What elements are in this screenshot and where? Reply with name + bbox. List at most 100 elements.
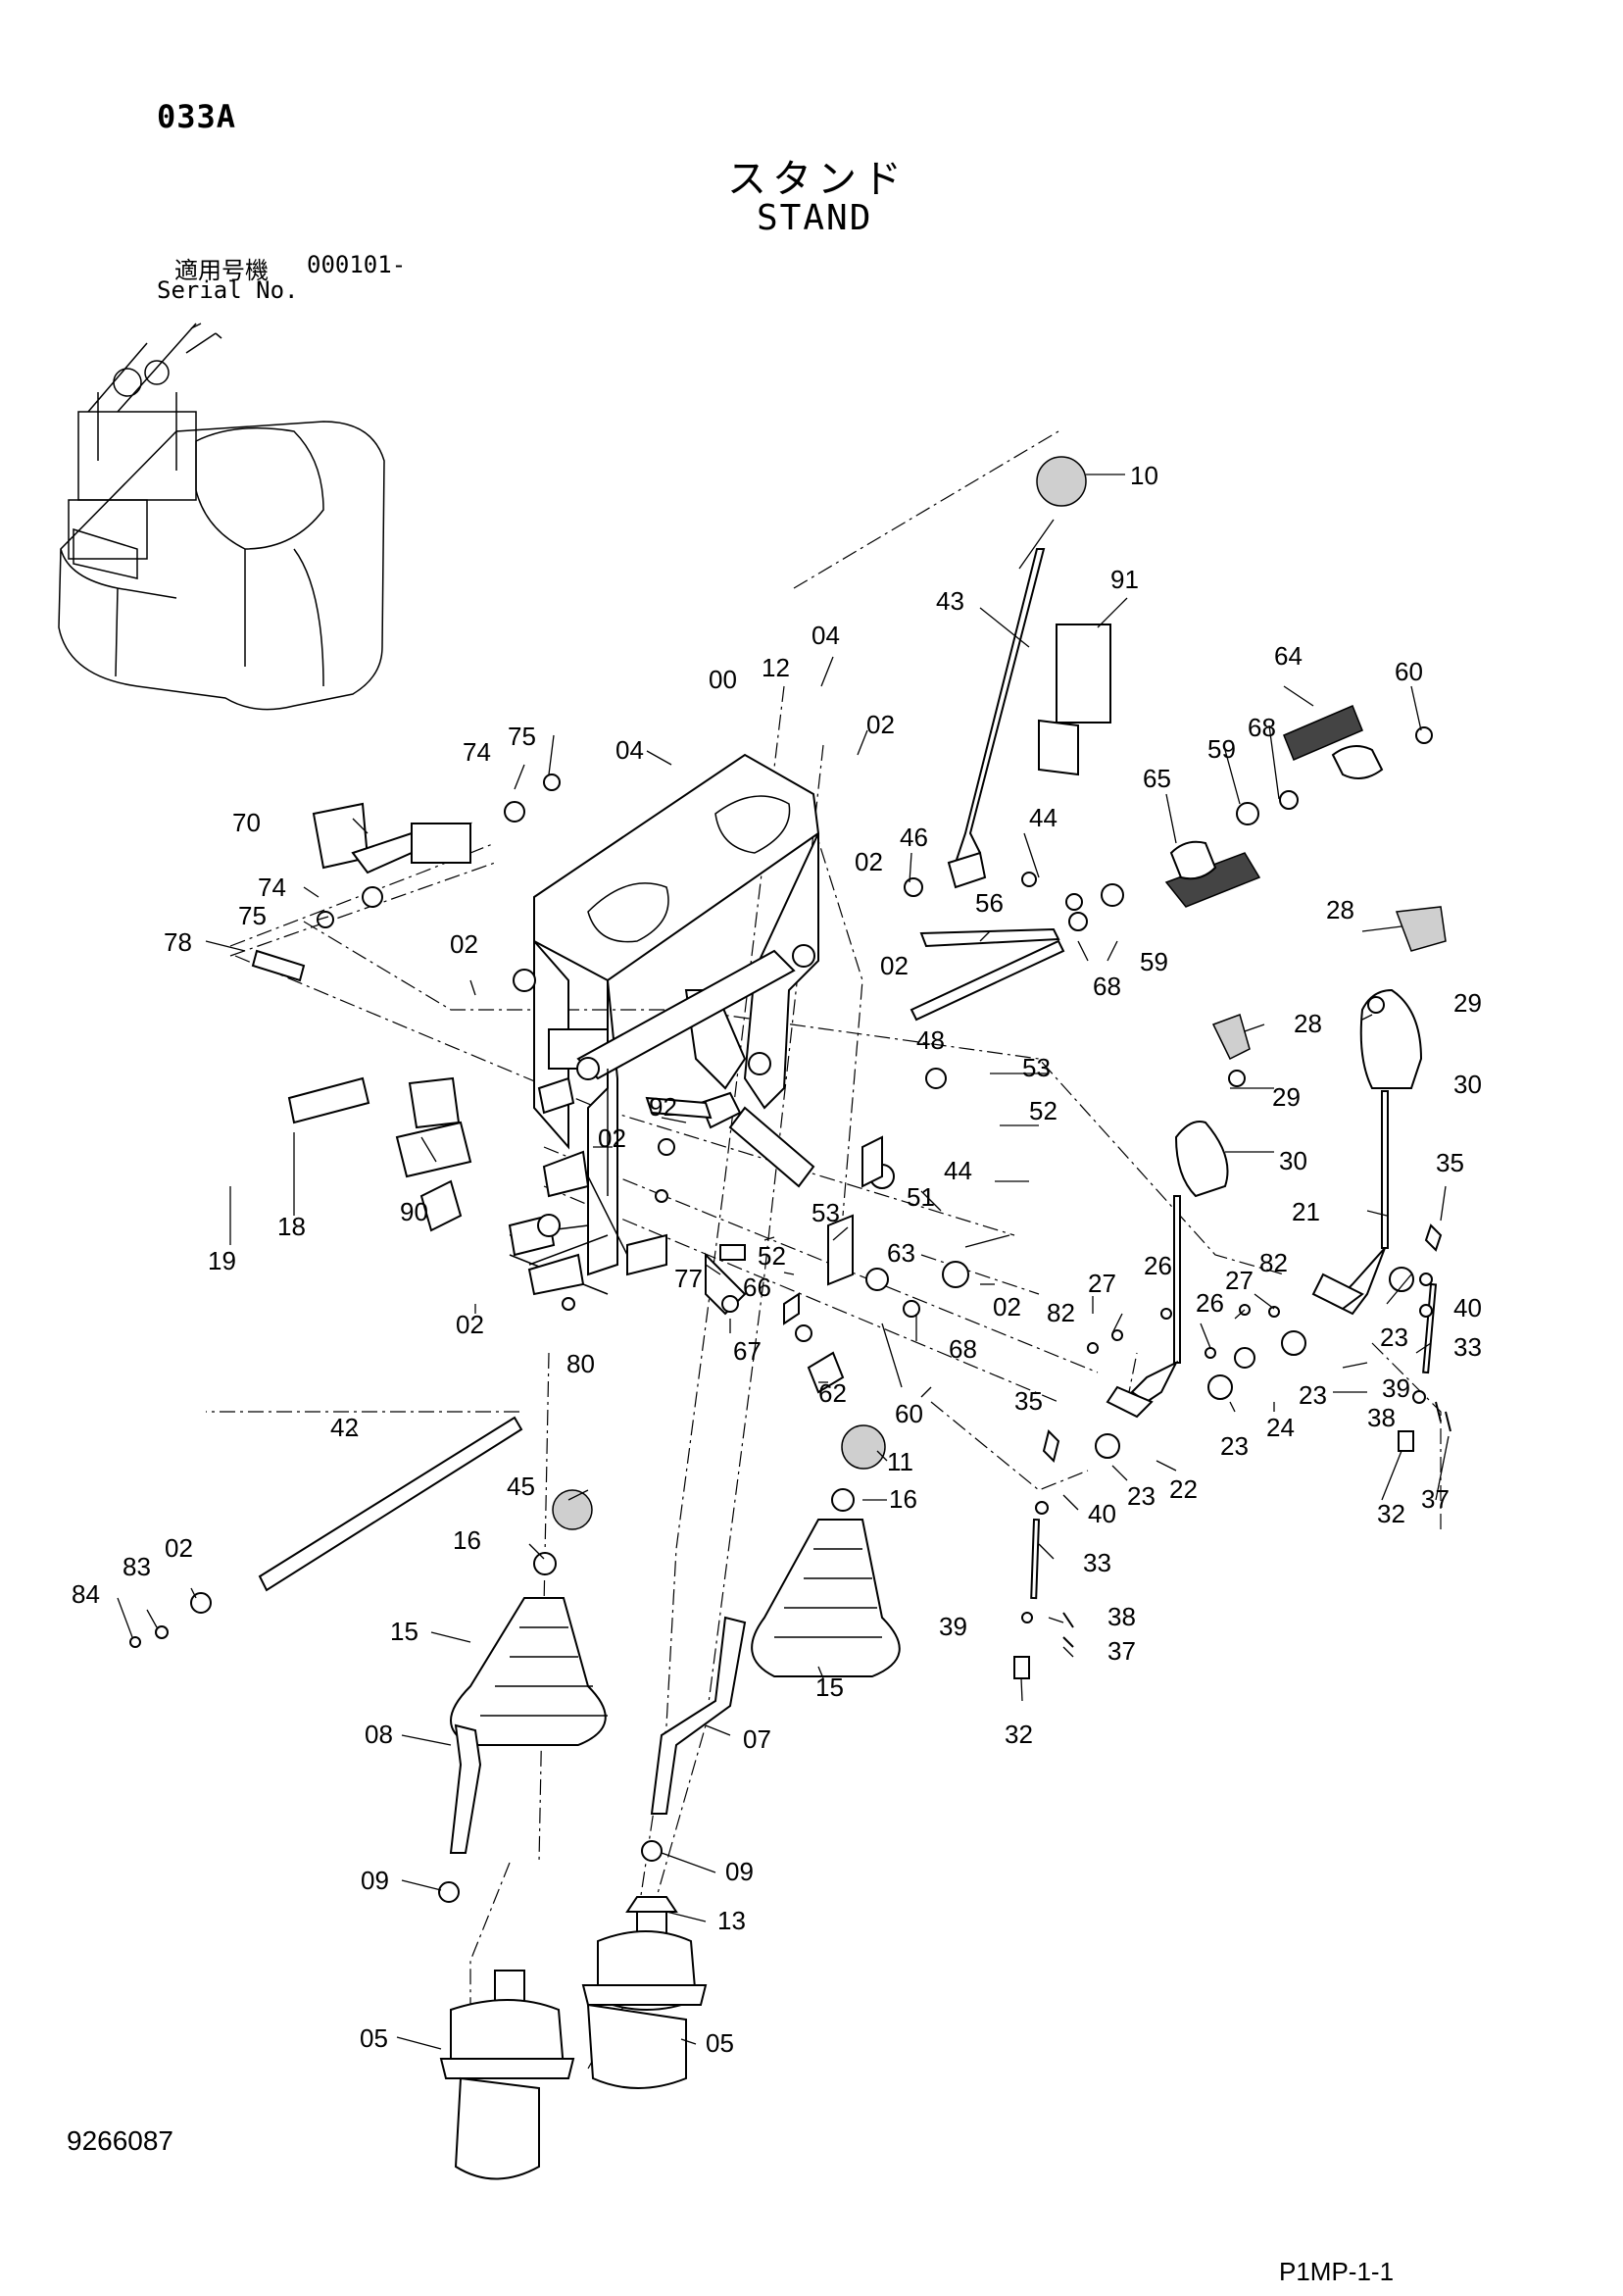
sheet-code: P1MP-1-1 xyxy=(1279,2257,1395,2286)
callout-29: 29 xyxy=(1453,988,1482,1018)
callout-44: 44 xyxy=(1029,803,1057,832)
callout-26: 26 xyxy=(1196,1288,1224,1318)
callout-68: 68 xyxy=(1093,972,1121,1001)
callout-23: 23 xyxy=(1299,1380,1327,1410)
callout-59: 59 xyxy=(1207,734,1236,764)
serial-number: 000101- xyxy=(307,251,407,278)
callout-38: 38 xyxy=(1367,1403,1396,1432)
callout-40: 40 xyxy=(1088,1499,1116,1528)
callout-33: 33 xyxy=(1453,1332,1482,1362)
joystick-boots xyxy=(438,1424,901,1913)
callout-22: 22 xyxy=(1169,1474,1198,1504)
callout-75: 75 xyxy=(238,901,267,930)
callout-12: 12 xyxy=(762,653,790,682)
callout-27: 27 xyxy=(1088,1269,1116,1298)
callout-59: 59 xyxy=(1140,947,1168,976)
callout-60: 60 xyxy=(895,1399,923,1428)
callout-53: 53 xyxy=(812,1198,840,1227)
callout-35: 35 xyxy=(1014,1386,1043,1416)
drawing-number: 9266087 xyxy=(67,2125,174,2156)
stand-frame xyxy=(508,753,820,1296)
callout-84: 84 xyxy=(72,1579,100,1609)
callout-21: 21 xyxy=(1292,1197,1320,1226)
callout-28: 28 xyxy=(1294,1009,1322,1038)
callout-26: 26 xyxy=(1144,1251,1172,1280)
title-japanese: スタンド xyxy=(727,157,908,202)
callout-16: 16 xyxy=(889,1484,917,1514)
callout-51: 51 xyxy=(907,1182,935,1212)
callout-10: 10 xyxy=(1130,461,1158,490)
callout-02: 02 xyxy=(880,951,909,980)
callout-53: 53 xyxy=(1022,1053,1051,1082)
callout-04: 04 xyxy=(812,621,840,650)
callout-04: 04 xyxy=(615,735,644,765)
callout-83: 83 xyxy=(123,1552,151,1581)
assembly-lines xyxy=(206,430,1442,2070)
callout-63: 63 xyxy=(887,1238,915,1268)
callout-02: 02 xyxy=(456,1310,484,1339)
callout-15: 15 xyxy=(390,1617,418,1646)
callout-39: 39 xyxy=(939,1612,967,1641)
callout-60: 60 xyxy=(1395,657,1423,686)
callout-48: 48 xyxy=(916,1025,945,1055)
callout-labels: 10 91 43 64 60 68 59 65 04 12 00 02 04 7… xyxy=(72,461,1482,2058)
shafts xyxy=(129,927,1060,1648)
callout-70: 70 xyxy=(232,808,261,837)
callout-37: 37 xyxy=(1107,1636,1136,1666)
callout-43: 43 xyxy=(936,586,964,616)
callout-15: 15 xyxy=(815,1672,844,1702)
serial-label-japanese: 適用号機 xyxy=(174,257,269,284)
callout-52: 52 xyxy=(1029,1096,1057,1125)
callout-23: 23 xyxy=(1127,1481,1156,1511)
callout-02: 02 xyxy=(450,929,478,959)
callout-19: 19 xyxy=(208,1246,236,1275)
callout-82: 82 xyxy=(1047,1298,1075,1327)
title-english: STAND xyxy=(757,198,873,238)
callout-38: 38 xyxy=(1107,1602,1136,1631)
callout-11: 11 xyxy=(887,1447,913,1476)
callout-42: 42 xyxy=(330,1413,359,1442)
right-pedal-assembly xyxy=(1038,624,1433,931)
callout-30: 30 xyxy=(1453,1070,1482,1099)
callout-82: 82 xyxy=(1259,1248,1288,1277)
callout-02: 02 xyxy=(165,1533,193,1563)
machine-locator-thumbnail xyxy=(58,323,385,711)
callout-66: 66 xyxy=(743,1273,771,1302)
linkage-parts xyxy=(1013,1223,1451,1679)
callout-67: 67 xyxy=(733,1336,762,1366)
callout-30: 30 xyxy=(1279,1146,1307,1175)
callout-29: 29 xyxy=(1272,1082,1301,1112)
callout-08: 08 xyxy=(365,1720,393,1749)
callout-23: 23 xyxy=(1380,1323,1408,1352)
pilot-valves xyxy=(439,1911,708,2180)
callout-18: 18 xyxy=(277,1212,306,1241)
callout-35: 35 xyxy=(1436,1148,1464,1177)
callout-74: 74 xyxy=(258,873,286,902)
callout-90: 90 xyxy=(400,1197,428,1226)
callout-91: 91 xyxy=(1110,565,1139,594)
page-code: 033A xyxy=(157,98,237,135)
callout-45: 45 xyxy=(507,1472,535,1501)
callout-24: 24 xyxy=(1266,1413,1295,1442)
callout-46: 46 xyxy=(900,823,928,852)
leader-lines xyxy=(117,474,1450,2050)
callout-78: 78 xyxy=(164,927,192,957)
callout-74: 74 xyxy=(463,737,491,767)
callout-65: 65 xyxy=(1143,764,1171,793)
callout-28: 28 xyxy=(1326,895,1354,924)
callout-37: 37 xyxy=(1421,1484,1450,1514)
callout-40: 40 xyxy=(1453,1293,1482,1323)
callout-02: 02 xyxy=(866,710,895,739)
callout-68: 68 xyxy=(949,1334,977,1364)
callout-52: 52 xyxy=(758,1241,786,1271)
callout-02: 02 xyxy=(993,1292,1021,1322)
callout-13: 13 xyxy=(717,1906,746,1935)
side-lever-assembly xyxy=(1106,906,1447,1419)
callout-07: 07 xyxy=(743,1724,771,1754)
callout-09: 09 xyxy=(361,1866,389,1895)
callout-05: 05 xyxy=(360,2023,388,2053)
callout-39: 39 xyxy=(1382,1373,1410,1403)
callout-02: 02 xyxy=(598,1123,626,1153)
callout-77: 77 xyxy=(674,1264,703,1293)
